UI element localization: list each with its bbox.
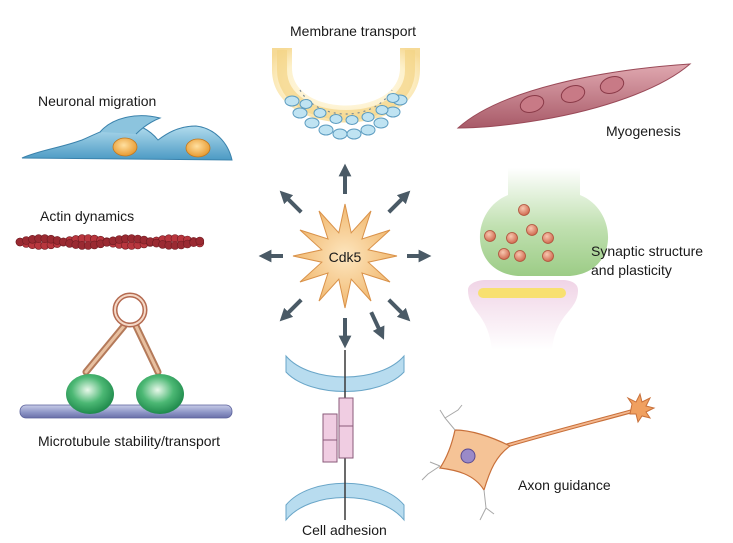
- membrane-transport-illustration: [272, 48, 420, 140]
- arrow-down-right-2: [369, 311, 385, 340]
- arrow-down-right: [387, 298, 411, 322]
- cdk5-arrows: [258, 163, 432, 349]
- cell-adhesion-illustration: [285, 350, 405, 522]
- myogenesis-illustration: [456, 63, 692, 129]
- label-synaptic-line2: and plasticity: [591, 262, 672, 278]
- label-neuronal-migration: Neuronal migration: [38, 93, 157, 109]
- actin-bead: [195, 236, 205, 246]
- label-myogenesis: Myogenesis: [606, 123, 681, 139]
- label-cell-adhesion: Cell adhesion: [302, 522, 387, 538]
- label-synaptic-line1: Synaptic structure: [591, 243, 704, 259]
- arrow-down-left: [279, 298, 303, 322]
- label-cdk5: Cdk5: [328, 249, 362, 265]
- arrow-up-right: [387, 190, 411, 214]
- label-membrane-transport: Membrane transport: [290, 23, 417, 39]
- label-axon-guidance: Axon guidance: [518, 477, 611, 493]
- microtubule-motor-illustration: [19, 292, 233, 419]
- label-actin-dynamics: Actin dynamics: [40, 208, 135, 224]
- synapse-illustration: [468, 168, 609, 350]
- neuronal-migration-illustration: [21, 115, 233, 161]
- arrow-up-left: [279, 190, 303, 214]
- axon-guidance-neuron-illustration: [421, 392, 656, 521]
- actin-filament-illustration: [15, 234, 205, 250]
- label-microtubule: Microtubule stability/transport: [38, 433, 221, 449]
- cdk5-star: [292, 203, 398, 309]
